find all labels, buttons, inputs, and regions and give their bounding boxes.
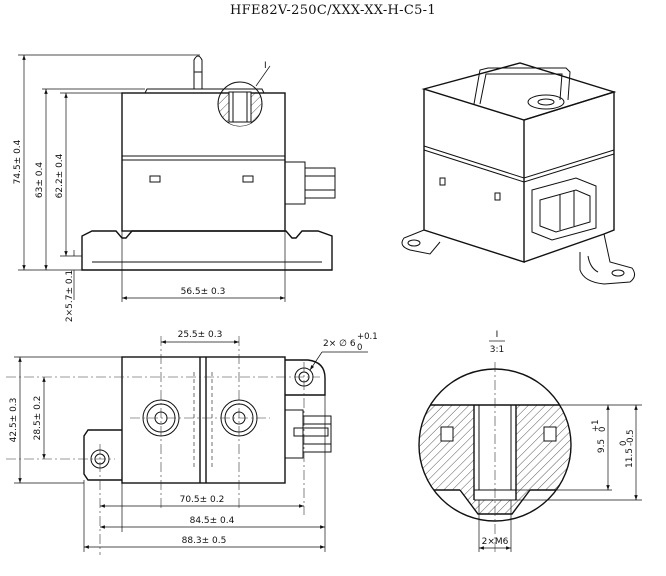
dim-body-width: 56.5± 0.3 (181, 287, 226, 297)
detail-view: Ⅰ 3:1 9.5 (418, 330, 642, 552)
dim-overall-length: 88.3± 0.5 (182, 536, 227, 546)
front-view: Ⅰ 74.5± 0.4 63± 0.4 62.2± 0.4 2×5.7± 0.1… (13, 54, 336, 322)
dim-outer-height: 42.5± 0.3 (9, 398, 19, 443)
dim-mount-hole: 2× ∅ 6 (323, 339, 356, 349)
dim-hole-pitch: 70.5± 0.2 (180, 495, 225, 505)
dim-thread-depth-tol-lower: 0 (598, 427, 608, 432)
dim-depth-total-tol-lower: -0.5 (626, 429, 636, 446)
detail-callout-label: Ⅰ (264, 61, 267, 71)
detail-label: Ⅰ (496, 330, 499, 340)
dim-thread-depth: 9.5 (597, 439, 607, 453)
dim-height-body: 63± 0.4 (35, 162, 45, 198)
top-body (121, 356, 286, 484)
dim-height-total: 74.5± 0.4 (13, 139, 23, 184)
top-view: 2× ∅ 6 +0.1 0 25.5± 0.3 42.5± 0.3 28.5± … (6, 330, 378, 555)
dim-body-length: 84.5± 0.4 (190, 516, 235, 526)
dim-mount-hole-tol-lower: 0 (357, 343, 362, 353)
drawing-title: HFE82V-250C/XXX-XX-H-C5-1 (230, 3, 436, 18)
dim-body-height: 28.5± 0.2 (33, 396, 43, 441)
front-connector (284, 161, 306, 205)
dim-base-thickness: 2×5.7± 0.1 (65, 270, 75, 322)
dim-mount-hole-tol: +0.1 (357, 332, 378, 342)
isometric-view (401, 62, 636, 285)
dim-terminal-pitch: 25.5± 0.3 (178, 330, 223, 340)
detail-scale: 3:1 (490, 345, 504, 355)
dim-depth-total: 11.5 (625, 448, 635, 468)
front-base-flange (81, 230, 333, 271)
dim-thread-depth-tol: +1 (591, 419, 601, 432)
dim-depth-total-tol: 0 (619, 441, 629, 446)
front-body (121, 92, 286, 232)
dim-height-cover: 62.2± 0.4 (55, 153, 65, 198)
dim-thread: 2×M6 (482, 537, 509, 547)
